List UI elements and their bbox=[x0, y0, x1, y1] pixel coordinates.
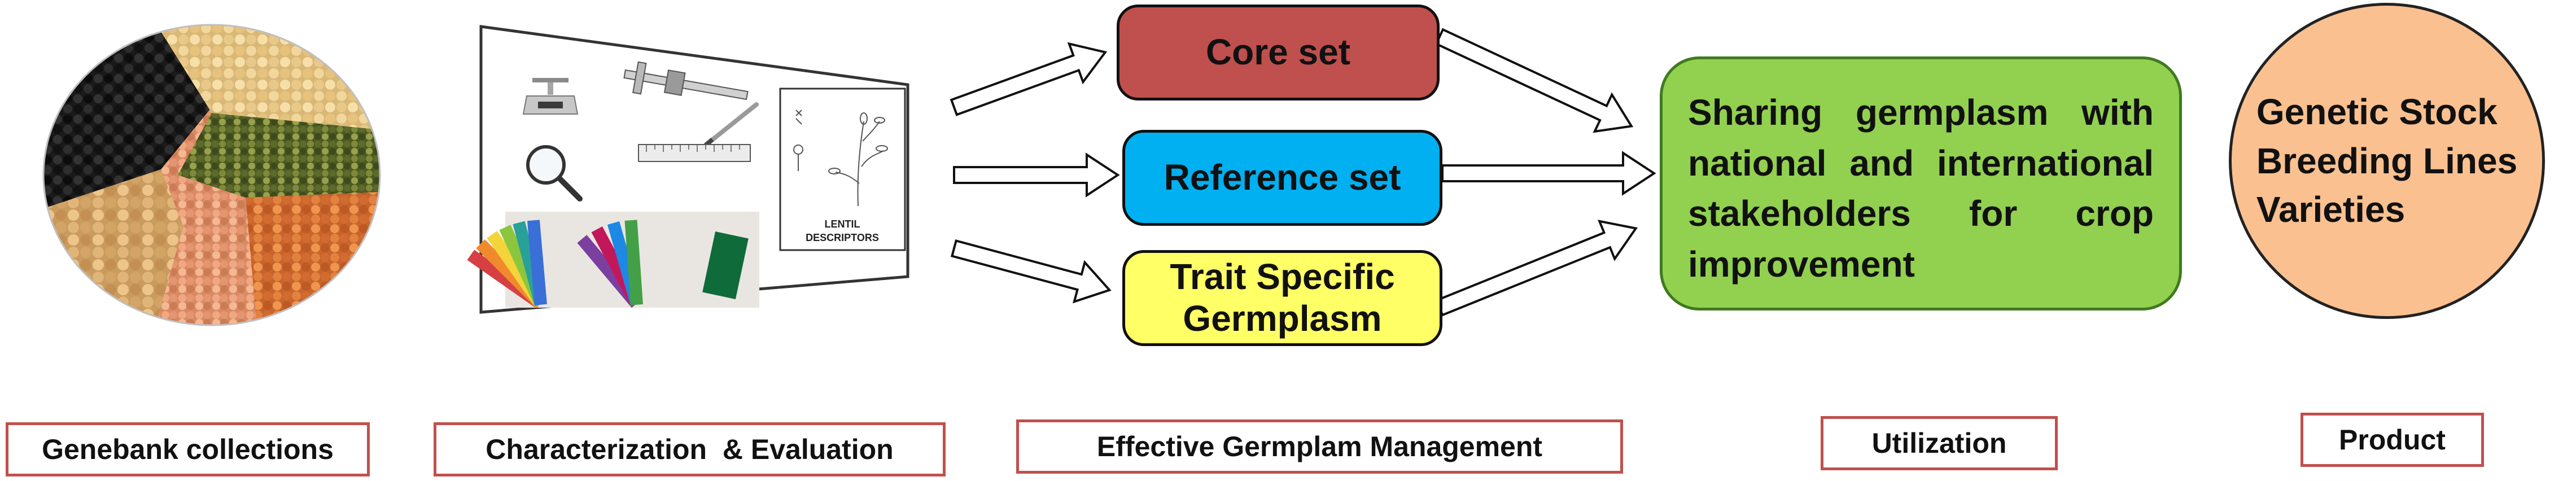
arrow-core-to-utilization bbox=[1434, 28, 1634, 133]
stage-label-genebank: Genebank collections bbox=[6, 422, 370, 476]
stage-label-product: Product bbox=[2301, 413, 2484, 467]
trait-specific-line2: Germplasm bbox=[1183, 298, 1382, 339]
arrow-reference-to-utilization bbox=[1441, 151, 1656, 196]
caliper-icon bbox=[623, 61, 749, 100]
stage-label-management: Effective Germplam Management bbox=[1016, 419, 1623, 474]
arrow-to-reference-set bbox=[953, 152, 1120, 198]
reference-set-box: Reference set bbox=[1122, 130, 1442, 226]
arrow-to-trait-specific bbox=[950, 239, 1112, 304]
lentil-plant-icon bbox=[793, 110, 888, 207]
balance-scale-icon bbox=[522, 78, 579, 115]
product-lines: Genetic Stock Breeding Lines Varieties bbox=[2256, 88, 2517, 234]
core-set-label: Core set bbox=[1205, 32, 1351, 73]
product-line-varieties: Varieties bbox=[2256, 189, 2406, 230]
seed-collection-image bbox=[42, 24, 381, 326]
lentil-descriptor-card: LENTIL DESCRIPTORS bbox=[779, 88, 906, 251]
core-set-box: Core set bbox=[1117, 5, 1440, 100]
utilization-box: Sharing germplasm with national and inte… bbox=[1660, 56, 2182, 311]
descriptor-line1: LENTIL bbox=[825, 218, 860, 230]
utilization-text: Sharing germplasm with national and inte… bbox=[1688, 92, 2154, 285]
trait-specific-box: Trait Specific Germplasm bbox=[1122, 250, 1442, 346]
arrow-trait-to-utilization bbox=[1435, 220, 1638, 317]
stage-label-utilization: Utilization bbox=[1821, 416, 2058, 470]
color-fan-chart-icon bbox=[467, 212, 759, 309]
product-line-genetic-stock: Genetic Stock bbox=[2256, 91, 2498, 133]
magnifier-icon bbox=[526, 145, 583, 202]
descriptor-line2: DESCRIPTORS bbox=[806, 232, 879, 243]
product-circle: Genetic Stock Breeding Lines Varieties bbox=[2229, 3, 2545, 319]
trait-specific-line1: Trait Specific bbox=[1170, 256, 1395, 298]
reference-set-label: Reference set bbox=[1164, 157, 1401, 198]
product-line-breeding-lines: Breeding Lines bbox=[2256, 140, 2518, 181]
ruler-icon bbox=[638, 144, 751, 162]
stage-label-characterization: Characterization & Evaluation bbox=[434, 422, 946, 476]
arrow-to-core-set bbox=[950, 42, 1108, 116]
